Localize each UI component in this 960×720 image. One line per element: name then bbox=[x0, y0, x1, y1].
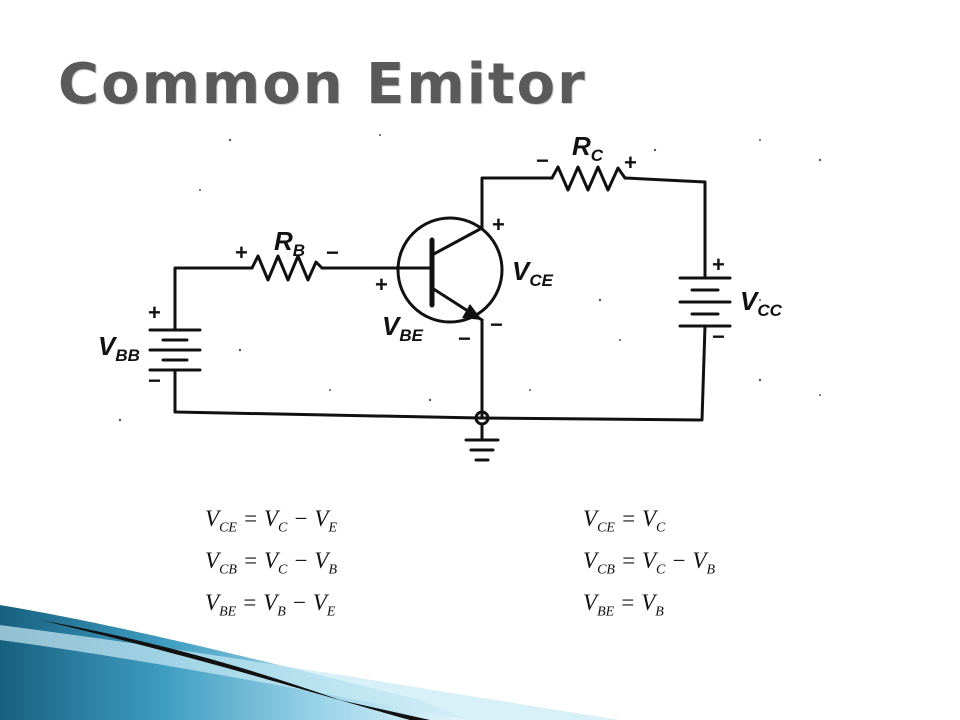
dark-swoosh bbox=[40, 620, 430, 720]
equation-vce-right: VCE = VC bbox=[583, 506, 666, 536]
label-rc: RC bbox=[572, 131, 604, 165]
resistor-rc bbox=[550, 165, 627, 192]
scan-specks bbox=[118, 134, 822, 422]
label-rb: RB bbox=[274, 226, 305, 260]
battery-vbb bbox=[148, 328, 202, 372]
transistor-npn bbox=[396, 216, 504, 324]
sign-vbb-minus: − bbox=[148, 368, 161, 393]
sign-vbb-plus: + bbox=[148, 300, 161, 325]
equation-vcb-right: VCB = VC − VB bbox=[583, 548, 716, 578]
equation-vbe-right: VBE = VB bbox=[583, 590, 664, 620]
sign-rc-plus: + bbox=[624, 150, 637, 175]
slide-title: Common Emitor bbox=[58, 52, 587, 117]
sign-base-plus: + bbox=[375, 272, 388, 297]
sign-emitter-minus: − bbox=[490, 312, 503, 337]
sign-rb-plus: + bbox=[235, 240, 248, 265]
label-vbe: VBE bbox=[382, 311, 424, 345]
wire-collector-up bbox=[480, 176, 554, 230]
wire-bottom bbox=[173, 410, 702, 422]
teal-wave-light bbox=[0, 625, 620, 720]
equation-vbe-left: VBE = VB − VE bbox=[205, 590, 336, 620]
sign-rb-minus: − bbox=[326, 240, 339, 265]
sign-vcc-minus: − bbox=[712, 324, 725, 349]
sign-vbe-minus: − bbox=[458, 326, 471, 351]
sign-rc-minus: − bbox=[536, 148, 549, 173]
equations-left: VCE = VC − VE VCB = VC − VB VBE = VB − V… bbox=[205, 498, 337, 624]
equation-vcb-left: VCB = VC − VB bbox=[205, 548, 338, 578]
label-vbb: VBB bbox=[98, 331, 140, 365]
label-vcc: VCC bbox=[740, 286, 783, 320]
ground-symbol bbox=[464, 410, 500, 462]
emitter-arrow-icon bbox=[462, 304, 482, 320]
wire-right-down bbox=[700, 324, 707, 422]
equation-vce-left: VCE = VC − VE bbox=[205, 506, 338, 536]
label-vce: VCE bbox=[512, 256, 554, 290]
wire-rc-to-right bbox=[623, 176, 707, 280]
sign-vcc-plus: + bbox=[712, 252, 725, 277]
battery-vcc bbox=[678, 276, 732, 328]
sign-collector-plus: + bbox=[492, 212, 505, 237]
equations-right: VCE = VC VCB = VC − VB VBE = VB bbox=[583, 498, 715, 624]
resistor-rb bbox=[250, 254, 324, 282]
